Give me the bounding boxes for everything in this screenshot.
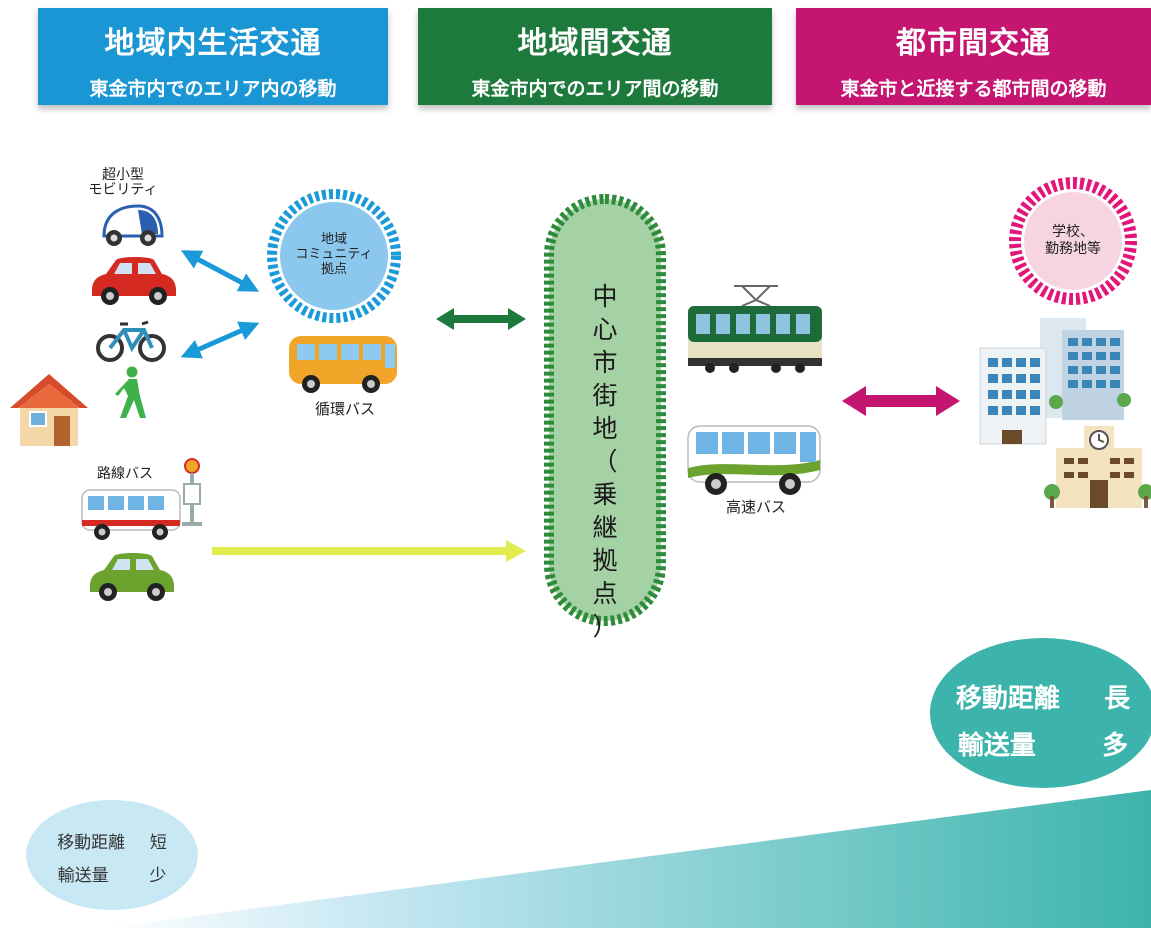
destination-hub-badge [1009, 177, 1137, 305]
header-title: 都市間交通 [896, 26, 1051, 61]
scale-distance-value: 長 [1104, 684, 1131, 714]
route-bus-label: 路線バス [97, 466, 153, 482]
center-hub-char: 点 [592, 579, 618, 608]
bus-icon [81, 489, 181, 540]
arrow-car-to-hub [180, 250, 260, 292]
center-hub-char: 継 [592, 513, 618, 542]
scale-volume-value: 多 [1102, 731, 1129, 761]
destination-hub-label-line1: 学校、 [1052, 224, 1094, 240]
center-hub-char: 拠 [592, 546, 618, 575]
scale-volume-label: 輸送量 [57, 866, 109, 886]
header-inter-area: 地域間交通 東金市内でのエリア間の移動 [418, 8, 772, 105]
center-hub-char: 心 [592, 315, 618, 344]
car-icon [92, 257, 176, 305]
header-subtitle: 東金市内でのエリア間の移動 [471, 78, 719, 100]
center-hub-char: 街 [592, 381, 618, 410]
scale-distance-value: 短 [149, 833, 167, 853]
center-hub-label: 中 心 市 街 地 （ 乗 継 拠 点 ） [565, 280, 645, 643]
scale-high-badge: 移動距離 長 輸送量 多 [930, 638, 1151, 788]
community-hub-badge [267, 189, 401, 323]
header-subtitle: 東金市と近接する都市間の移動 [840, 78, 1107, 100]
center-hub-char: 市 [592, 348, 618, 377]
micro-mobility-icon [102, 204, 164, 246]
bus-icon [687, 425, 821, 495]
scale-distance-label: 移動距離 [57, 833, 126, 853]
express-bus-label: 高速バス [725, 498, 786, 516]
community-hub-label: 地域 コミュニティ 拠点 [288, 232, 380, 277]
school-icon [1044, 426, 1151, 508]
scale-distance-label: 移動距離 [955, 684, 1060, 714]
header-subtitle: 東金市内でのエリア内の移動 [89, 78, 337, 100]
micro-mobility-label: 超小型 モビリティ [78, 168, 168, 198]
center-hub-char: ） [592, 612, 618, 641]
car-icon [90, 553, 174, 601]
micro-mobility-label-line1: 超小型 [102, 167, 144, 183]
arrow-hub-to-center [436, 308, 526, 330]
arrow-route-to-center [212, 540, 526, 562]
scale-volume-value: 少 [149, 866, 167, 886]
center-hub-char: 地 [592, 414, 618, 443]
bus-stop-icon [182, 458, 202, 526]
bus-icon [289, 336, 397, 393]
micro-mobility-label-line2: モビリティ [88, 182, 158, 198]
center-hub-char: 中 [592, 282, 618, 311]
community-hub-label-line2: コミュニティ [295, 247, 373, 262]
scale-volume-label: 輸送量 [957, 731, 1036, 761]
arrow-bicycle-to-hub [180, 321, 260, 359]
center-hub-shape [544, 194, 666, 626]
scale-wedge [105, 790, 1151, 928]
header-title: 地域間交通 [517, 26, 673, 61]
header-inter-city: 都市間交通 東金市と近接する都市間の移動 [796, 8, 1151, 105]
scale-low-badge: 移動距離 短 輸送量 少 [26, 800, 198, 910]
center-hub-char: 乗 [592, 480, 618, 509]
tram-icon [688, 285, 822, 373]
bicycle-icon [96, 320, 166, 362]
building-icon [979, 318, 1131, 445]
arrow-center-to-city [842, 386, 960, 416]
destination-hub-label-line2: 勤務地等 [1045, 241, 1101, 257]
header-intra-area: 地域内生活交通 東金市内でのエリア内の移動 [38, 8, 388, 105]
pedestrian-icon [115, 366, 146, 418]
community-hub-label-line3: 拠点 [320, 262, 347, 277]
loop-bus-label: 循環バス [314, 400, 375, 418]
community-hub-label-line1: 地域 [320, 232, 347, 247]
destination-hub-label: 学校、 勤務地等 [1024, 224, 1122, 258]
center-hub-char: （ [592, 447, 618, 476]
header-title: 地域内生活交通 [104, 26, 322, 61]
house-icon [10, 374, 88, 446]
